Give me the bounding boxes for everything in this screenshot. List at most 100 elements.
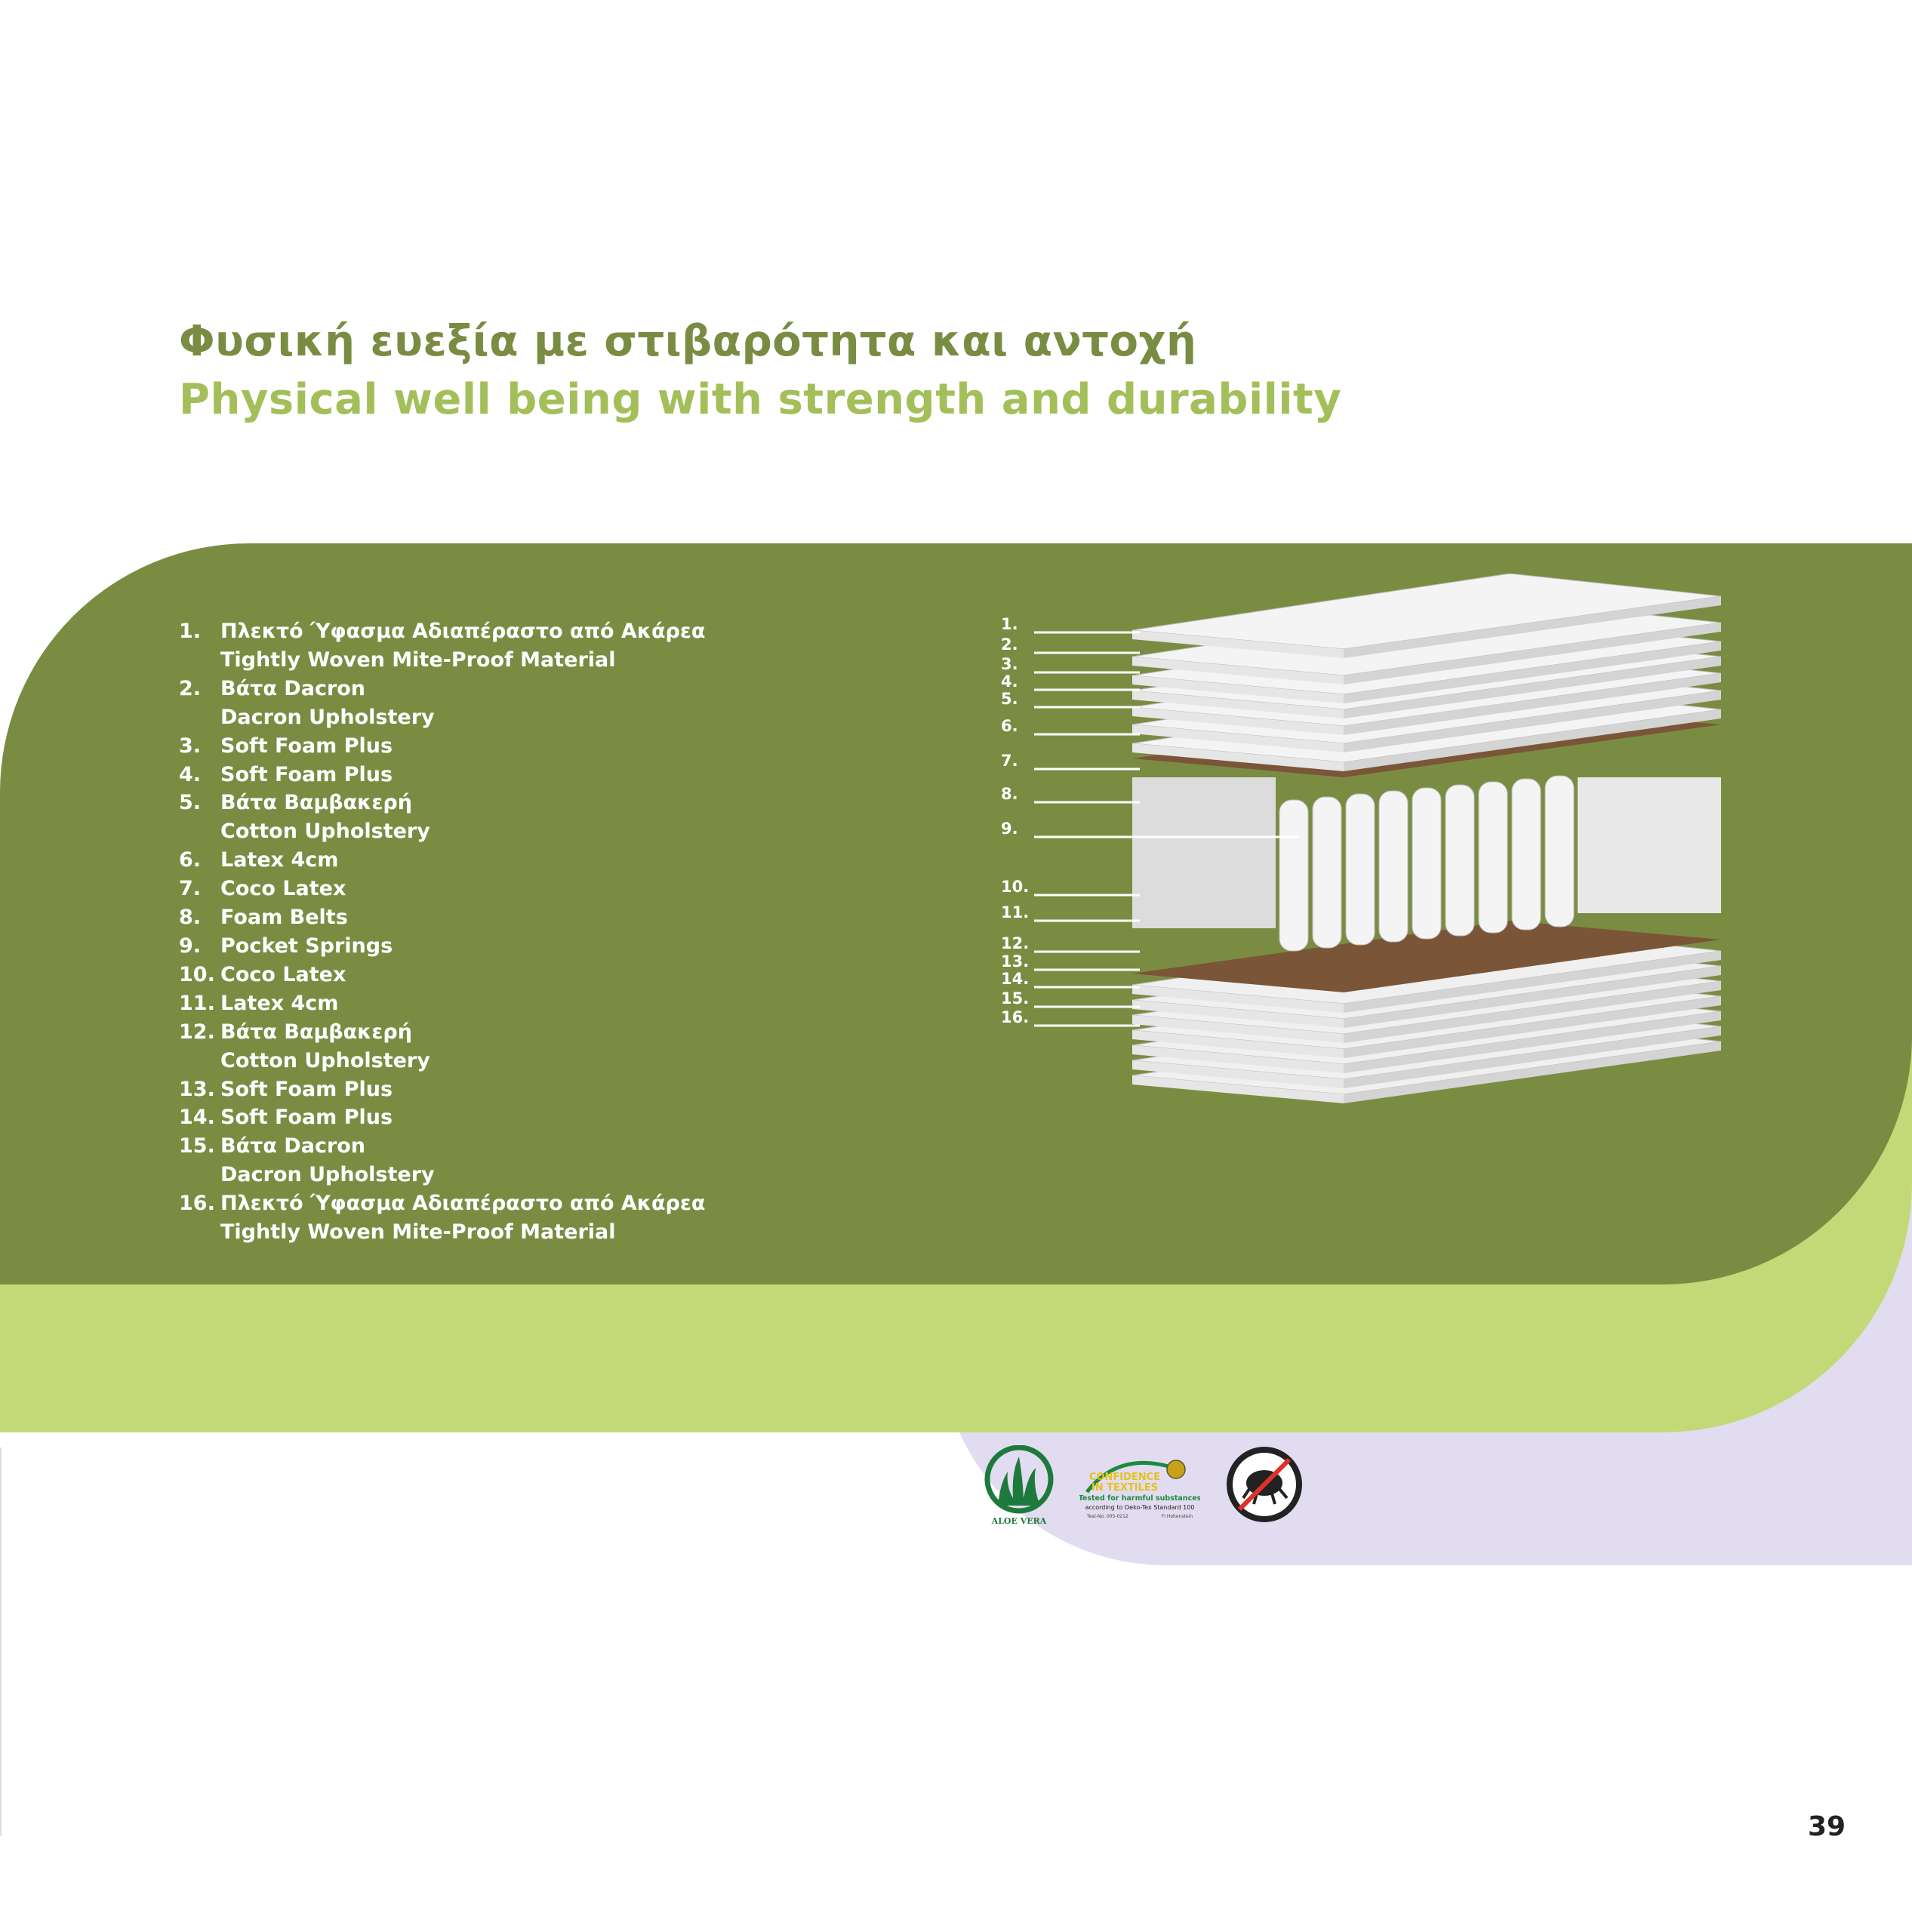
bottom-layer-edge xyxy=(1344,1026,1721,1088)
layer-name: Pocket Springs xyxy=(220,934,393,958)
layer-name-english: Cotton Upholstery xyxy=(220,1048,430,1072)
bottom-layer-edge xyxy=(1344,951,1721,1013)
layer-number: 7. xyxy=(179,877,202,901)
layer-name-english: Dacron Upholstery xyxy=(220,1163,435,1187)
layer-item-english: Dacron Upholstery xyxy=(179,703,705,732)
svg-text:CONFIDENCE: CONFIDENCE xyxy=(1089,1472,1160,1483)
pocket-spring xyxy=(1511,778,1541,931)
diagram-label: 6. xyxy=(1001,717,1018,735)
layer-number: 10. xyxy=(179,962,215,986)
page-number: 39 xyxy=(1808,1811,1846,1842)
top-layer-edge xyxy=(1132,675,1344,703)
diagram-label: 4. xyxy=(1001,672,1018,691)
bottom-layer-edge xyxy=(1344,966,1721,1028)
diagram-label: 14. xyxy=(1001,970,1029,988)
layer-name: Πλεκτό Ύφασμα Αδιαπέραστο από Ακάρεα xyxy=(220,620,706,643)
layer-item: 8.Foam Belts xyxy=(179,903,705,932)
top-layer-edge xyxy=(1344,641,1721,703)
top-layer-edge xyxy=(1132,630,1344,658)
layer-name: Latex 4cm xyxy=(220,991,339,1015)
layer-item: 1. Πλεκτό Ύφασμα Αδιαπέραστο από Ακάρεα xyxy=(179,617,705,646)
layer-name-english: Dacron Upholstery xyxy=(220,705,435,729)
layer-item: 10.Coco Latex xyxy=(179,961,705,989)
layer-name: Soft Foam Plus xyxy=(220,734,393,758)
bottom-layer-edge xyxy=(1344,996,1721,1058)
bottom-layer-edge xyxy=(1344,981,1721,1043)
certification-logos: ALOE VERA CONFIDENCE IN TEXTILES Tested … xyxy=(981,1445,1306,1528)
diagram-label: 16. xyxy=(1001,1008,1029,1026)
layer-item: 3.Soft Foam Plus xyxy=(179,732,705,761)
page-edge-line xyxy=(0,1447,2,1836)
title-greek: Φυσική ευεξία με στιβαρότητα και αντοχή xyxy=(179,317,1197,366)
layer-name-english: Tightly Woven Mite-Proof Material xyxy=(220,648,616,672)
diagram-label: 13. xyxy=(1001,952,1029,971)
top-layer-edge xyxy=(1132,707,1344,735)
layer-name: Βάτα Βαμβακερή xyxy=(220,791,412,815)
pocket-spring xyxy=(1544,775,1575,928)
layer-item: 13.Soft Foam Plus xyxy=(179,1075,705,1104)
foam-belt-right xyxy=(1578,777,1721,913)
coco-latex-bottom xyxy=(1132,921,1721,992)
layer-item: 4. Soft Foam Plus xyxy=(179,761,705,789)
layer-item: 15.Βάτα Dacron xyxy=(179,1132,705,1161)
layer-name: Coco Latex xyxy=(220,877,346,901)
layer-number: 6. xyxy=(179,848,202,872)
bottom-layer-edge xyxy=(1132,1030,1344,1058)
layer-item: 7. Coco Latex xyxy=(179,875,705,903)
layer-item: 16.Πλεκτό Ύφασμα Αδιαπέραστο από Ακάρεα xyxy=(179,1189,705,1218)
pocket-spring xyxy=(1445,784,1475,937)
layer-number: 16. xyxy=(179,1192,215,1216)
layer-name: Latex 4cm xyxy=(220,848,339,872)
bottom-layer-edge xyxy=(1132,1075,1344,1103)
layer-name: Coco Latex xyxy=(220,962,346,986)
top-layer-edge xyxy=(1344,709,1721,771)
layer-number: 5. xyxy=(179,791,202,815)
layer-item-english: Tightly Woven Mite-Proof Material xyxy=(179,1218,705,1247)
layer-name: Soft Foam Plus xyxy=(220,762,393,786)
top-layer-edge xyxy=(1132,657,1344,685)
bottom-layer-edge xyxy=(1344,1011,1721,1073)
layer-item: 12.Βάτα Βαμβακερή xyxy=(179,1018,705,1047)
layer-name: Soft Foam Plus xyxy=(220,1106,393,1130)
layer-item: 2.Βάτα Dacron xyxy=(179,675,705,703)
top-layer-edge xyxy=(1132,743,1344,771)
mattress-cutaway-illustration: 1.2.3.4.5.6.7.8.9.10.11.12.13.14.15.16. xyxy=(1001,574,1722,1103)
anti-mite-logo-icon xyxy=(1227,1447,1302,1522)
layer-item-english: Cotton Upholstery xyxy=(179,817,705,846)
aloe-vera-logo-icon: ALOE VERA xyxy=(984,1445,1054,1526)
layer-number: 9. xyxy=(179,934,202,958)
diagram-label: 9. xyxy=(1001,820,1018,838)
layer-number: 13. xyxy=(179,1077,215,1101)
diagram-label: 11. xyxy=(1001,903,1029,921)
svg-text:Test-No. 005-0212: Test-No. 005-0212 xyxy=(1086,1514,1128,1519)
layer-number: 15. xyxy=(179,1134,215,1158)
diagram-label: 10. xyxy=(1001,878,1029,896)
layer-name: Foam Belts xyxy=(220,906,348,930)
bottom-layer-edge xyxy=(1132,1060,1344,1088)
layer-number: 4. xyxy=(179,762,202,786)
pocket-spring xyxy=(1279,799,1309,952)
diagram-label: 12. xyxy=(1001,934,1029,952)
top-layer-edge xyxy=(1132,691,1344,718)
diagram-label: 2. xyxy=(1001,635,1018,654)
layer-number: 11. xyxy=(179,991,215,1015)
diagram-label: 1. xyxy=(1001,615,1018,633)
bottom-layer-edge xyxy=(1132,1045,1344,1073)
top-layer-edge xyxy=(1344,673,1721,735)
pocket-spring xyxy=(1478,781,1508,934)
bottom-layer-edge xyxy=(1132,1000,1344,1028)
layer-name-english: Cotton Upholstery xyxy=(220,820,430,844)
layer-name: Soft Foam Plus xyxy=(220,1077,393,1101)
bottom-layer-edge xyxy=(1344,1041,1721,1103)
diagram-label: 8. xyxy=(1001,785,1018,803)
layer-item-english: Cotton Upholstery xyxy=(179,1047,705,1075)
title-english: Physical well being with strength and du… xyxy=(179,375,1342,424)
layer-name: Πλεκτό Ύφασμα Αδιαπέραστο από Ακάρεα xyxy=(220,1192,706,1216)
pocket-spring xyxy=(1412,787,1442,940)
layer-name-english: Tightly Woven Mite-Proof Material xyxy=(220,1220,616,1244)
layer-number: 1. xyxy=(179,620,202,643)
svg-text:IN TEXTILES: IN TEXTILES xyxy=(1091,1482,1158,1494)
top-layer-edge xyxy=(1344,596,1721,658)
top-layer-edge xyxy=(1344,623,1721,685)
svg-text:FI Hohenstein: FI Hohenstein xyxy=(1162,1514,1193,1519)
